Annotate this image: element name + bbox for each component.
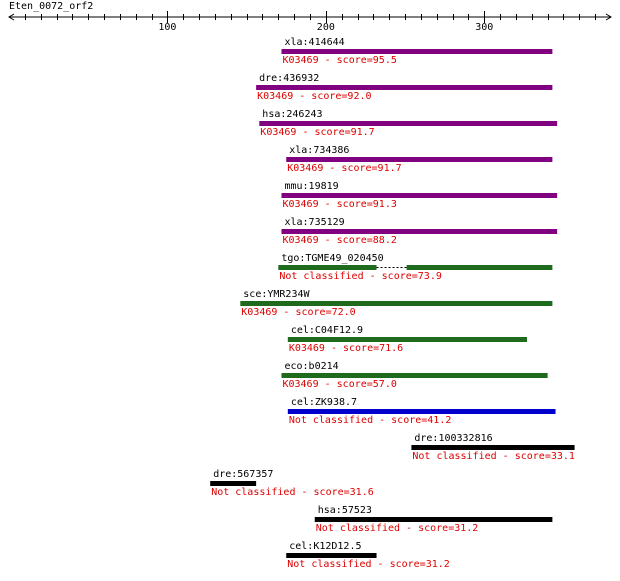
hit-name[interactable]: xla:735129 — [284, 217, 344, 228]
hit-name[interactable]: cel:C04F12.9 — [291, 325, 363, 336]
sequence-ruler: 100 200 300 — [8, 11, 612, 33]
hit-score-label[interactable]: K03469 - score=72.0 — [241, 307, 355, 318]
hit-bar-segment[interactable] — [286, 157, 553, 162]
hit-score-label[interactable]: Not classified - score=33.1 — [412, 451, 575, 462]
hit-name[interactable]: mmu:19819 — [284, 181, 338, 192]
hit-bar-segment[interactable] — [240, 301, 553, 306]
hit-score-label[interactable]: Not classified - score=31.2 — [316, 523, 479, 534]
hit-score-label[interactable]: Not classified - score=41.2 — [289, 415, 452, 426]
query-title: Eten_0072_orf2 — [9, 1, 93, 12]
ruler-right-arrow — [605, 13, 612, 21]
hit-name[interactable]: cel:ZK938.7 — [291, 397, 357, 408]
hit-bar-segment[interactable] — [286, 553, 377, 558]
hit-score-label[interactable]: K03469 - score=91.7 — [287, 163, 401, 174]
hit-score-label[interactable]: K03469 - score=71.6 — [289, 343, 403, 354]
hit-name[interactable]: dre:100332816 — [414, 433, 492, 444]
hit-bar-segment[interactable] — [281, 229, 558, 234]
hit-score-label[interactable]: Not classified - score=73.9 — [279, 271, 442, 282]
hit-bar-segment[interactable] — [287, 409, 556, 414]
hit-score-label[interactable]: Not classified - score=31.6 — [211, 487, 374, 498]
hit-name[interactable]: dre:436932 — [259, 73, 319, 84]
hit-name[interactable]: hsa:246243 — [262, 109, 322, 120]
hit-row[interactable]: sce:YMR234W K03469 - score=72.0 — [240, 289, 553, 318]
hit-bar-segment[interactable] — [411, 445, 575, 450]
ruler-tick-label: 100 — [158, 22, 176, 33]
hit-bar-segment[interactable] — [406, 265, 553, 270]
hit-name[interactable]: xla:414644 — [284, 37, 344, 48]
hit-bar-segment[interactable] — [281, 193, 558, 198]
ruler-left-arrow — [8, 13, 15, 21]
hit-bar-segment[interactable] — [278, 265, 377, 270]
hit-score-label[interactable]: Not classified - score=31.2 — [287, 559, 450, 570]
hit-score-label[interactable]: K03469 - score=91.3 — [282, 199, 396, 210]
hit-name[interactable]: dre:567357 — [213, 469, 273, 480]
hit-score-label[interactable]: K03469 - score=88.2 — [282, 235, 396, 246]
hit-name[interactable]: cel:K12D12.5 — [289, 541, 361, 552]
hit-name[interactable]: tgo:TGME49_020450 — [281, 253, 383, 264]
hit-bar-segment[interactable] — [287, 337, 528, 342]
hit-name[interactable]: hsa:57523 — [318, 505, 372, 516]
hit-bar-segment[interactable] — [281, 373, 548, 378]
hit-bar-segment[interactable] — [281, 49, 553, 54]
ruler-tick-label: 300 — [475, 22, 493, 33]
hit-score-label[interactable]: K03469 - score=57.0 — [282, 379, 396, 390]
hit-score-label[interactable]: K03469 - score=92.0 — [257, 91, 371, 102]
hit-name[interactable]: xla:734386 — [289, 145, 349, 156]
hit-name[interactable]: eco:b0214 — [284, 361, 338, 372]
hit-score-label[interactable]: K03469 - score=95.5 — [282, 55, 396, 66]
hit-bar-segment[interactable] — [256, 85, 553, 90]
hit-bar-segment[interactable] — [259, 121, 558, 126]
hit-name[interactable]: sce:YMR234W — [243, 289, 310, 300]
ruler-tick-label: 200 — [317, 22, 335, 33]
hit-score-label[interactable]: K03469 - score=91.7 — [260, 127, 374, 138]
hit-bar-segment[interactable] — [314, 517, 553, 522]
hit-bar-segment[interactable] — [210, 481, 257, 486]
